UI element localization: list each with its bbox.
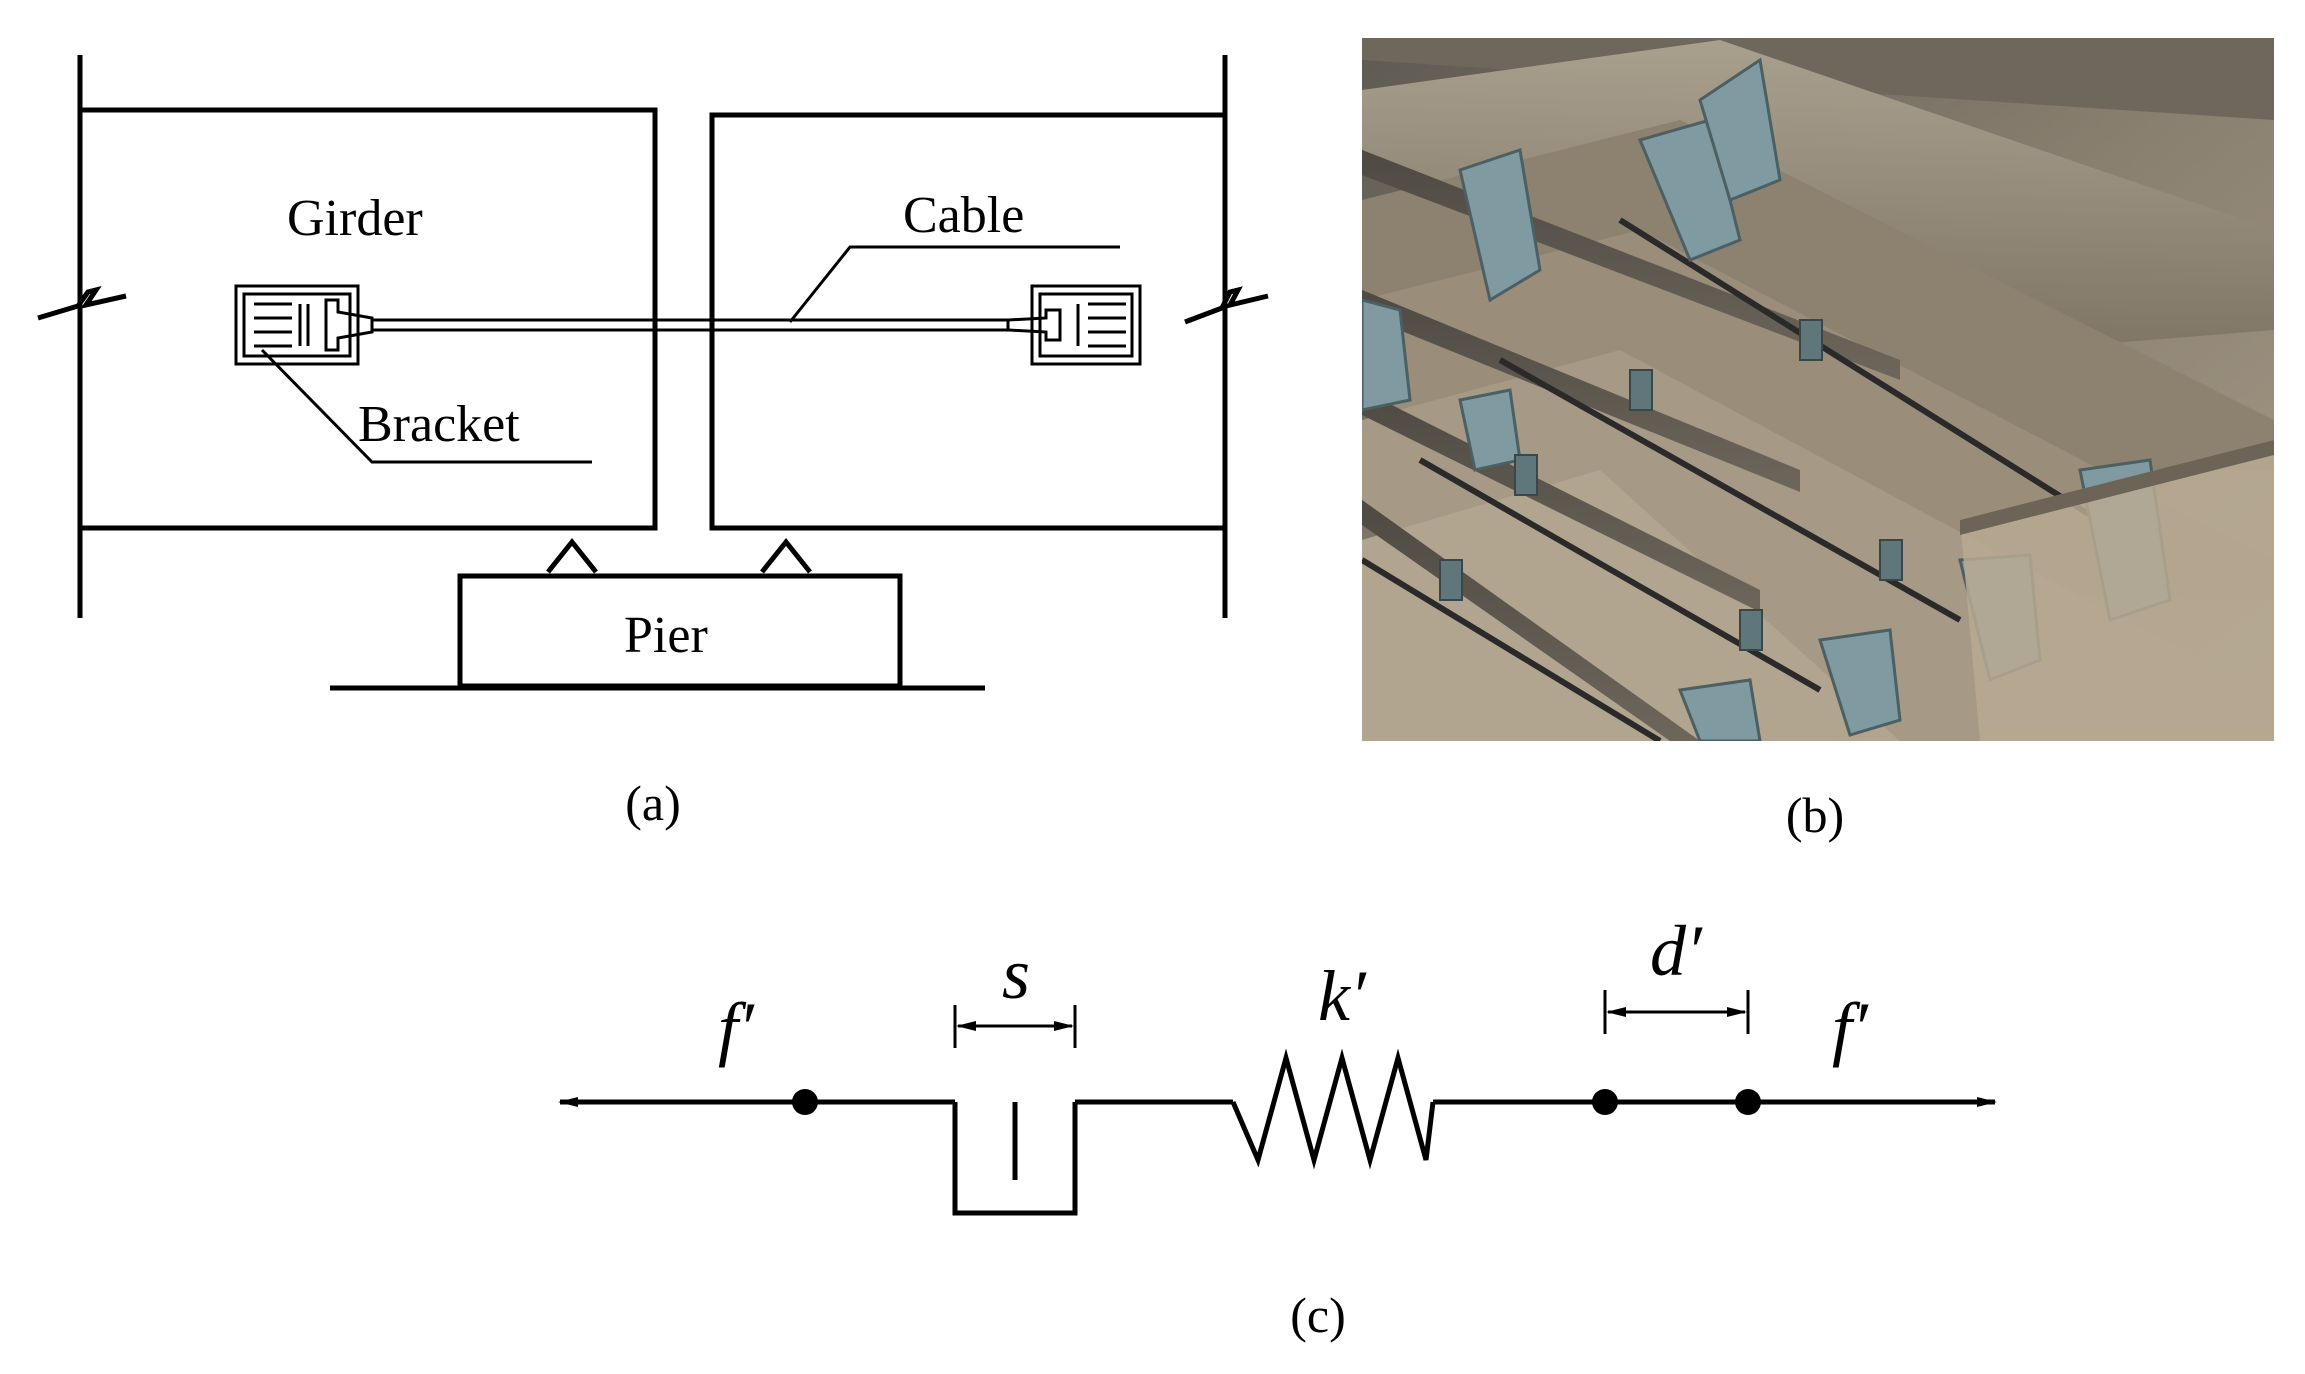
slack-symbol: s (1002, 934, 1030, 1014)
photo-content (1362, 38, 2274, 741)
bearing-left (546, 537, 598, 574)
force-right-symbol: f′ (1832, 988, 1869, 1068)
bearing-right (760, 537, 812, 574)
girder-label: Girder (287, 190, 423, 247)
spring (1230, 1048, 1436, 1170)
caption-a: (a) (625, 775, 681, 831)
damage-node-right (1735, 1089, 1761, 1115)
break-symbol-left (37, 286, 127, 321)
panel-b-photo: (b) (1362, 38, 2274, 843)
bracket-left (234, 284, 374, 366)
caption-b: (b) (1786, 787, 1844, 843)
caption-c: (c) (1290, 1287, 1346, 1343)
bracket-right (1006, 284, 1142, 366)
damage-symbol: d′ (1650, 911, 1703, 991)
panel-a-schematic: Girder Cable Bracket Pier (a) (37, 55, 1269, 831)
pier-label: Pier (624, 607, 708, 664)
stiffness-symbol: k′ (1318, 956, 1367, 1036)
break-symbol-right (1184, 286, 1269, 325)
bracket-label: Bracket (358, 396, 520, 453)
damage-dimension (1603, 990, 1750, 1034)
bracket-leader (260, 348, 592, 464)
force-left-symbol: f′ (718, 988, 755, 1068)
left-node (792, 1089, 818, 1115)
gap-element-cup (952, 1102, 1078, 1216)
damage-node-left (1592, 1089, 1618, 1115)
panel-c-model: f′ s k′ d′ f′ (c) (558, 911, 1997, 1343)
slack-dimension (953, 1005, 1077, 1048)
cable-label: Cable (903, 187, 1024, 244)
cable-leader (788, 245, 1120, 323)
